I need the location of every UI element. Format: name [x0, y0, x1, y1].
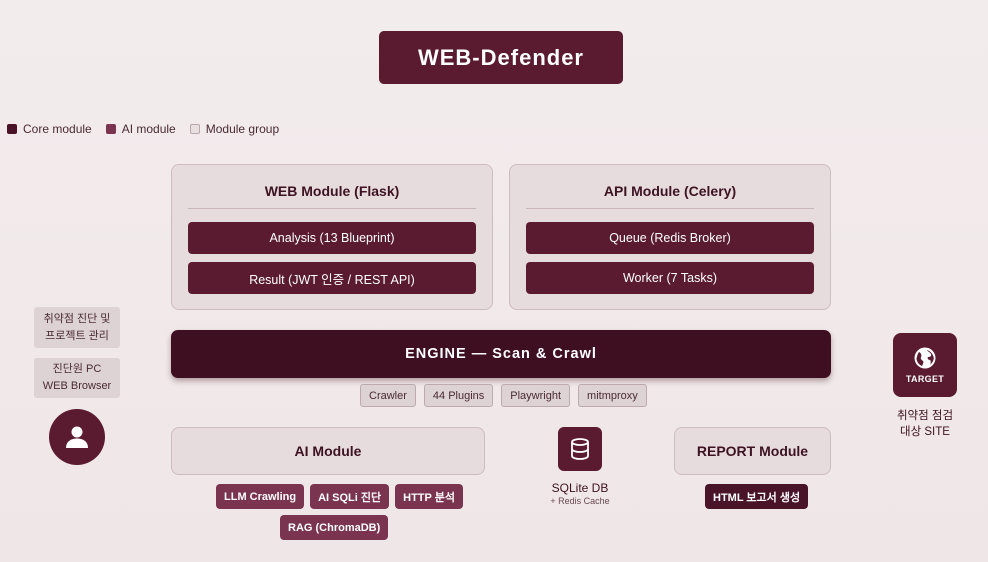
- ai-module-block: AI Module: [171, 427, 485, 475]
- legend-core-swatch: [7, 124, 17, 134]
- api-module-title: API Module (Celery): [526, 183, 814, 209]
- legend: Core module AI module Module group: [7, 121, 279, 137]
- target-caption: 취약점 점검 대상 SITE: [880, 408, 970, 440]
- report-chips: HTML 보고서 생성: [705, 484, 809, 509]
- web-result-block: Result (JWT 인증 / REST API): [188, 262, 476, 294]
- legend-group-label: Module group: [205, 122, 280, 136]
- engine-block: ENGINE — Scan & Crawl: [171, 330, 831, 378]
- engine-tag-plugins: 44 Plugins: [423, 384, 494, 407]
- left-browser-box: 진단원 PC WEB Browser: [34, 358, 120, 398]
- user-icon: [66, 426, 88, 448]
- left-project-line2: 프로젝트 관리: [45, 329, 109, 342]
- web-analysis-block: Analysis (13 Blueprint): [188, 222, 476, 254]
- ai-chip-rag: RAG (ChromaDB): [280, 515, 389, 540]
- engine-tags: Crawler 44 Plugins Playwright mitmproxy: [360, 384, 647, 407]
- api-queue-block: Queue (Redis Broker): [526, 222, 814, 254]
- engine-tag-crawler: Crawler: [360, 384, 416, 407]
- left-project-box: 취약점 진단 및 프로젝트 관리: [34, 307, 120, 348]
- ai-chips-row2: RAG (ChromaDB): [280, 515, 389, 540]
- api-module-group: API Module (Celery) Queue (Redis Broker)…: [509, 164, 831, 310]
- web-module-title: WEB Module (Flask): [188, 183, 476, 209]
- globe-icon: [914, 347, 936, 369]
- target-label: TARGET: [905, 374, 945, 384]
- web-module-group: WEB Module (Flask) Analysis (13 Blueprin…: [171, 164, 493, 310]
- legend-ai-swatch: [105, 124, 116, 134]
- target-caption-line2: 대상 SITE: [900, 426, 950, 438]
- engine-tag-mitmproxy: mitmproxy: [578, 384, 647, 407]
- database-block: [558, 427, 602, 471]
- legend-group: Module group: [189, 122, 280, 136]
- ai-chip-llm-crawling: LLM Crawling: [216, 484, 305, 509]
- left-project-line1: 취약점 진단 및: [43, 312, 111, 325]
- ai-chips-row1: LLM Crawling AI SQLi 진단 HTTP 분석: [216, 484, 463, 509]
- left-browser-line2: WEB Browser: [42, 380, 112, 392]
- database-icon: [571, 438, 589, 460]
- engine-tag-playwright: Playwright: [501, 384, 571, 407]
- legend-ai-label: AI module: [121, 122, 176, 136]
- target-caption-line1: 취약점 점검: [896, 410, 954, 422]
- user-avatar: [49, 409, 105, 465]
- report-module-block: REPORT Module: [674, 427, 831, 475]
- ai-chip-http: HTTP 분석: [395, 484, 463, 509]
- api-worker-block: Worker (7 Tasks): [526, 262, 814, 294]
- legend-core: Core module: [7, 122, 92, 136]
- report-chip-html: HTML 보고서 생성: [705, 484, 809, 509]
- database-label: SQLite DB: [551, 481, 609, 495]
- database-sublabel: + Redis Cache: [550, 496, 610, 506]
- legend-ai: AI module: [105, 122, 176, 136]
- ai-chip-ai-sqli: AI SQLi 진단: [310, 484, 390, 509]
- target-block: TARGET: [893, 333, 957, 397]
- app-title: WEB-Defender: [379, 31, 623, 84]
- legend-group-swatch: [189, 124, 200, 134]
- legend-core-label: Core module: [23, 122, 92, 136]
- left-browser-line1: 진단원 PC: [52, 363, 102, 375]
